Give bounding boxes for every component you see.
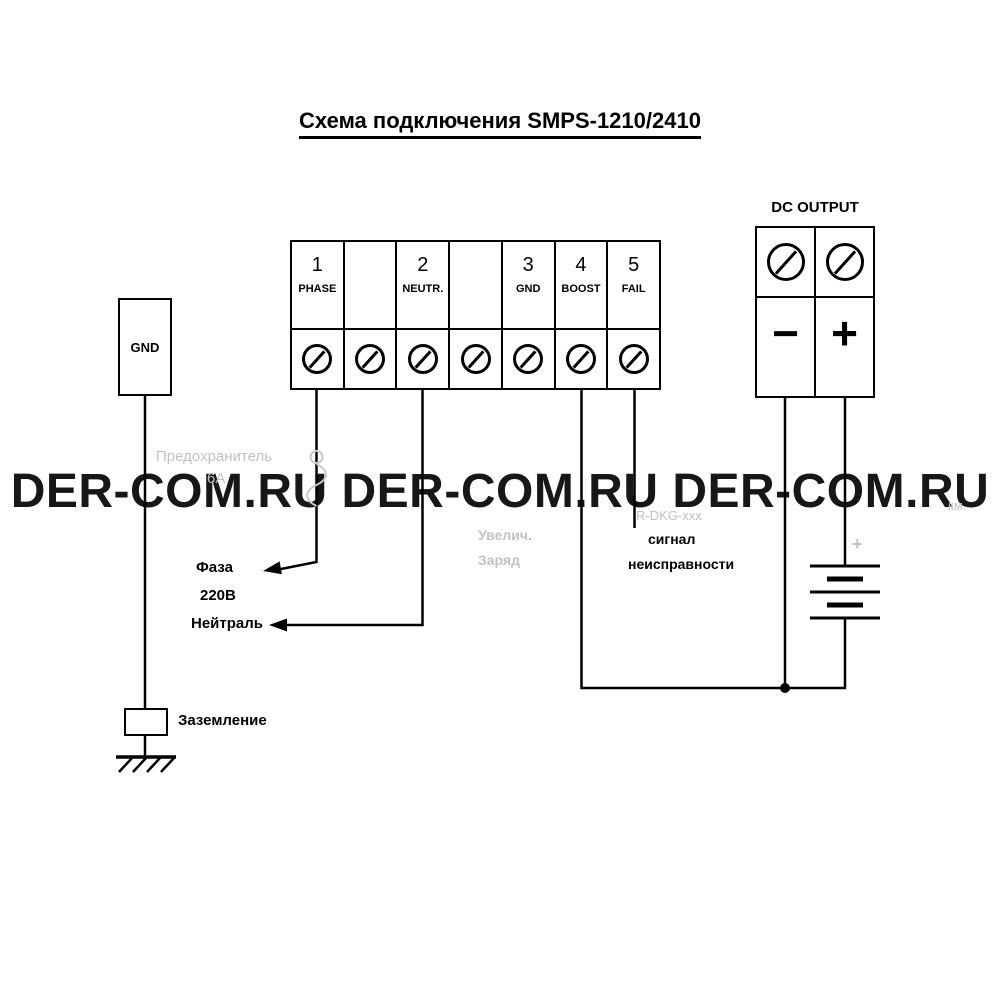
terminal-column-blank <box>342 242 396 388</box>
fault-signal-label-line1: сигнал <box>648 531 696 547</box>
page-title: Схема подключения SMPS-1210/2410 <box>0 108 1000 139</box>
boost-ghost-label-line2: Заряд <box>478 552 520 568</box>
edge-ghost-label: км. <box>948 498 967 513</box>
fault-signal-label-line2: неисправности <box>628 556 735 572</box>
gnd-box-label: GND <box>130 339 160 355</box>
ac-terminal-block: 1 PHASE 2 NEUTR. 3 GND 4 <box>290 240 661 390</box>
screw-terminal-icon <box>565 344 596 374</box>
earth-ground-icon <box>116 755 176 773</box>
terminal-column-blank <box>448 242 501 388</box>
phase-voltage-label: 220В <box>200 587 236 604</box>
dc-output-title: DC OUTPUT <box>771 199 859 216</box>
dc-positive-cell: + <box>814 228 873 396</box>
device-model-ghost-label: R-DKG-xxx <box>636 508 702 523</box>
terminal-number: 2 <box>417 254 429 276</box>
terminal-number: 4 <box>575 254 587 276</box>
terminal-label: GND <box>516 283 541 295</box>
terminal-number: 1 <box>311 254 323 276</box>
boost-wire <box>580 390 847 690</box>
minus-sign: − <box>772 307 799 359</box>
terminal-label: NEUTR. <box>402 283 444 295</box>
earth-connector-box <box>124 708 168 736</box>
terminal-number: 5 <box>628 254 640 276</box>
neutral-arrow-icon <box>269 618 287 632</box>
phase-label: Фаза <box>196 559 233 576</box>
terminal-column-boost: 4 BOOST <box>553 242 607 388</box>
terminal-label: PHASE <box>298 283 337 295</box>
screw-terminal-icon <box>302 344 333 374</box>
neutral-label: Нейтраль <box>191 615 263 632</box>
terminal-column-neutral: 2 NEUTR. <box>395 242 449 388</box>
battery-plus-ghost-label: + <box>852 534 863 554</box>
screw-terminal-icon <box>407 344 438 374</box>
dc-negative-cell: − <box>757 228 814 396</box>
terminal-number: 3 <box>522 254 534 276</box>
battery-icon <box>810 564 880 620</box>
watermark-text: DER-COM.RU DER-COM.RU DER-COM.RU <box>10 465 990 518</box>
gnd-box: GND <box>118 298 172 396</box>
terminal-column-fail: 5 FAIL <box>606 242 660 388</box>
screw-terminal-icon <box>513 344 544 374</box>
plus-sign: + <box>831 307 858 359</box>
boost-ghost-label-line1: Увелич. <box>478 527 532 543</box>
terminal-label: BOOST <box>561 283 601 295</box>
terminal-label: FAIL <box>621 283 646 295</box>
fuse-name-label: Предохранитель <box>156 448 273 465</box>
phase-arrow-icon <box>263 561 282 575</box>
fuse-rating-label: 6А <box>207 470 226 487</box>
diagram-title: Схема подключения SMPS-1210/2410 <box>299 108 701 139</box>
dc-output-block: − + <box>755 226 875 398</box>
terminal-column-phase: 1 PHASE <box>292 242 343 388</box>
screw-terminal-icon <box>825 243 864 281</box>
screw-terminal-icon <box>355 344 386 374</box>
terminal-column-gnd: 3 GND <box>500 242 554 388</box>
screw-terminal-icon <box>460 344 491 374</box>
screw-terminal-icon <box>618 344 649 374</box>
screw-terminal-icon <box>766 243 805 281</box>
earth-label: Заземление <box>178 712 267 729</box>
junction-dot <box>780 683 790 693</box>
